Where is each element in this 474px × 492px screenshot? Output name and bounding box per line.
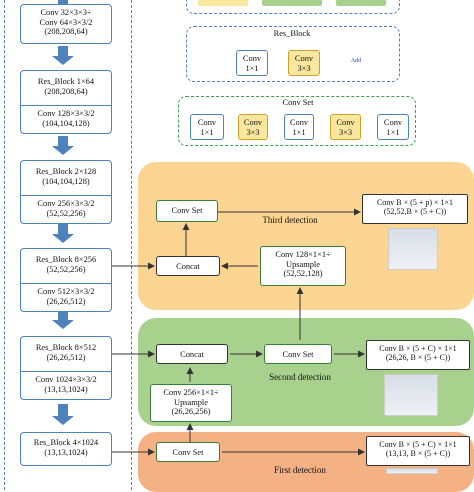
third-detection-image	[388, 228, 438, 270]
res-block-size: (13,13,1024)	[44, 447, 88, 457]
first-detection-label: First detection	[274, 465, 326, 475]
backbone-border	[4, 0, 132, 490]
first-conv-set: Conv Set	[156, 442, 220, 462]
backbone-stage-5: Res_Block 4×1024 (13,13,1024)	[20, 432, 112, 466]
conv-label: Conv 128×3×3/2	[37, 109, 95, 118]
second-conv-set: Conv Set	[264, 344, 332, 364]
conv-label: Conv 1024×3×3/2	[35, 375, 97, 384]
third-concat: Concat	[156, 256, 220, 276]
third-detection-label: Third detection	[262, 215, 318, 225]
first-detection-image	[386, 468, 438, 474]
res-block-label: Res_Block 8×256	[35, 255, 97, 264]
second-detection-image	[384, 374, 438, 416]
conv-size: (104,104,128)	[42, 118, 90, 128]
res-block-label: Res_Block 2×128	[35, 167, 97, 176]
conv-set-legend-title: Conv Set	[282, 98, 314, 107]
res-block-size: (104,104,128)	[42, 176, 90, 186]
conv-size: (26,26,512)	[46, 296, 86, 306]
conv-set-item-1: Conv 1×1	[190, 114, 224, 140]
backbone-conv-line-1: Conv 32×3×3÷	[40, 8, 92, 17]
conv-size: (13,13,1024)	[44, 384, 88, 394]
second-upsample: Conv 256×1×1÷ Upsample (26,26,256)	[150, 384, 232, 422]
backbone-conv-block-0: Conv 32×3×3÷ Conv 64×3×3/2 (208,208,64)	[20, 4, 112, 44]
add-icon: Add	[350, 58, 362, 64]
conv-set-item-2: Conv 3×3	[238, 114, 268, 140]
backbone-stage-3: Res_Block 8×256 (52,52,256) Conv 512×3×3…	[20, 248, 112, 312]
res-block-label: Res_Block 1×64	[37, 77, 95, 86]
second-detection-label: Second detection	[269, 372, 331, 382]
res-block-size: (26,26,512)	[46, 352, 86, 362]
res-block-size: (208,208,64)	[44, 86, 88, 96]
res-legend-conv-3x3: Conv 3×3	[288, 50, 320, 76]
res-legend-conv-1x1: Conv 1×1	[236, 50, 268, 76]
backbone-conv-size: (208,208,64)	[44, 27, 88, 37]
res-block-legend-title: Res_Block	[273, 29, 311, 38]
third-upsample: Conv 128×1×1÷ Upsample (52,52,128)	[260, 246, 346, 286]
first-output: Conv B × (5 + C) × 1×1 (13,13, B × (5 + …	[366, 436, 470, 466]
third-output: Conv B × (5 + p) × 1×1 (52,52,B × (5 + C…	[362, 194, 468, 224]
conv-set-item-3: Conv 1×1	[284, 114, 314, 140]
backbone-stage-1: Res_Block 1×64 (208,208,64) Conv 128×3×3…	[20, 70, 112, 134]
backbone-stage-2: Res_Block 2×128 (104,104,128) Conv 256×3…	[20, 160, 112, 224]
conv-set-item-5: Conv 1×1	[377, 114, 409, 140]
res-block-label: Res_Block 4×1024	[33, 438, 99, 447]
conv-set-item-4: Conv 3×3	[330, 114, 361, 140]
legend-green-box-2	[336, 0, 386, 6]
res-block-size: (52,52,256)	[46, 264, 86, 274]
conv-label: Conv 256×3×3/2	[37, 199, 95, 208]
backbone-conv-line-2: Conv 64×3×3/2	[39, 17, 93, 27]
conv-size: (52,52,256)	[46, 208, 86, 218]
backbone-stage-4: Res_Block 8×512 (26,26,512) Conv 1024×3×…	[20, 336, 112, 400]
legend-green-box	[262, 0, 322, 6]
second-concat: Concat	[156, 344, 228, 364]
third-conv-set: Conv Set	[156, 200, 218, 222]
legend-yellow-box	[198, 0, 248, 6]
conv-label: Conv 512×3×3/2	[37, 287, 95, 296]
second-output: Conv B × (5 + C) × 1×1 (26,26, B × (5 + …	[366, 340, 470, 370]
res-block-label: Res_Block 8×512	[35, 343, 97, 352]
